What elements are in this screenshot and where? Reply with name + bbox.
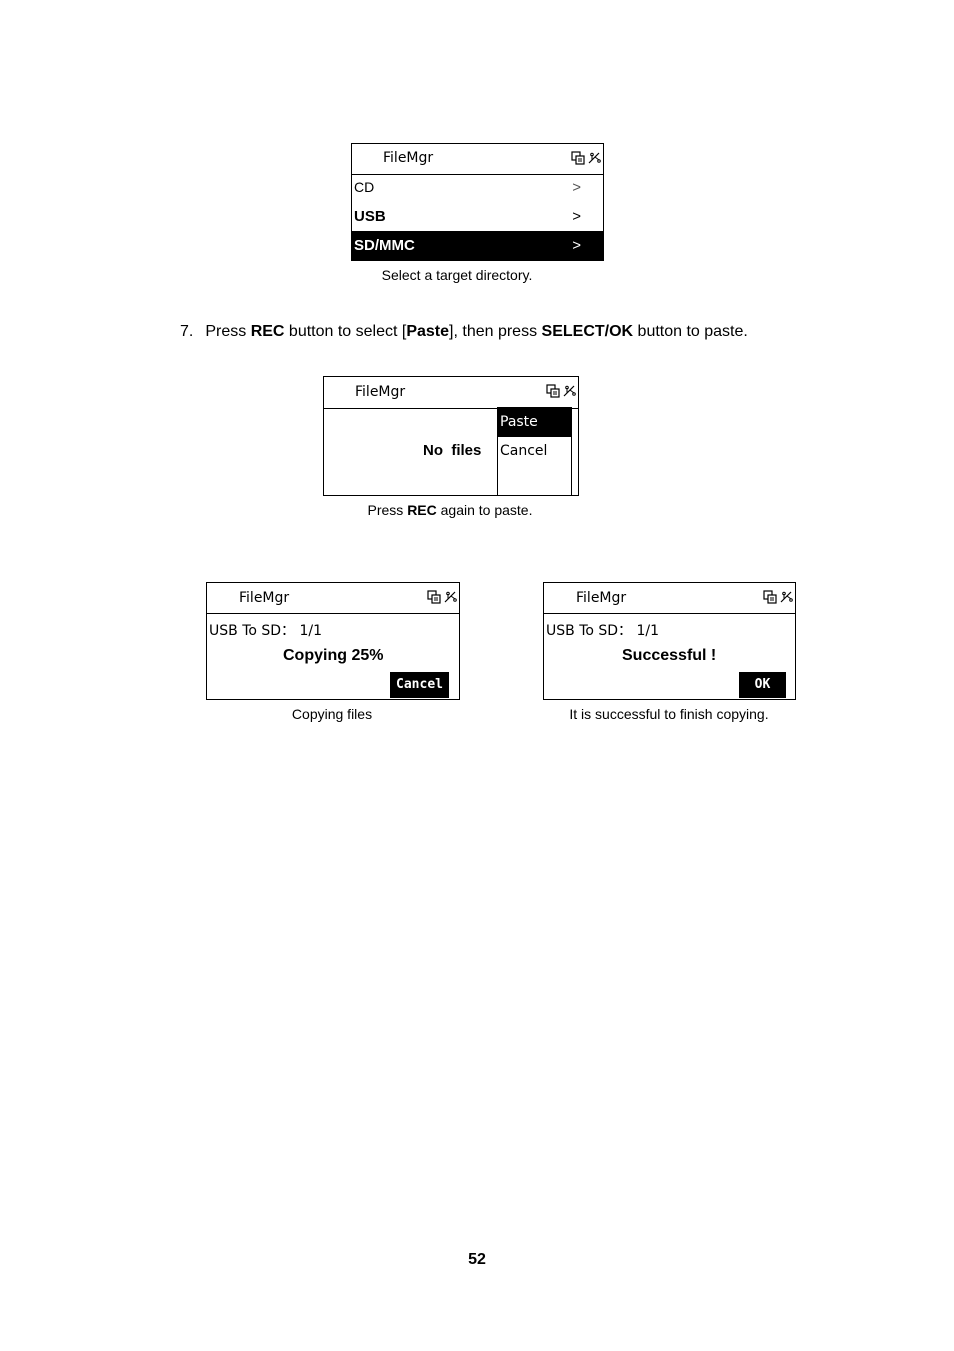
transfer-progress-line: USB To SD： 1/1 <box>209 623 323 639</box>
caption-select-directory: Select a target directory. <box>381 267 533 283</box>
ok-button[interactable]: OK <box>739 672 786 698</box>
filemgr-screen-directory: FileMgr CD > USB > SD/MMC > <box>351 143 604 261</box>
screen-header: FileMgr <box>324 377 578 409</box>
screen-title: FileMgr <box>576 590 627 606</box>
usb-icon <box>563 385 576 397</box>
filemgr-screen-paste: FileMgr No files Paste Cancel <box>323 376 579 496</box>
dir-item-label: CD <box>354 179 375 195</box>
screen-header: FileMgr <box>352 144 603 175</box>
status-icons <box>571 151 601 165</box>
dir-item-label: SD/MMC <box>354 237 415 254</box>
copy-icon <box>427 590 441 604</box>
status-icons <box>763 590 793 604</box>
copy-icon <box>571 151 585 165</box>
dir-item-cd[interactable]: CD > <box>352 173 603 202</box>
menu-item-paste[interactable]: Paste <box>498 408 571 437</box>
step-7-instruction: 7.Press REC button to select [Paste], th… <box>180 323 748 340</box>
dir-item-label: USB <box>354 208 386 225</box>
usb-icon <box>444 591 457 603</box>
filemgr-screen-copying: FileMgr USB To SD： 1/1 Copying 25% Cance… <box>206 582 460 700</box>
status-icons <box>427 590 457 604</box>
no-files-message: No files <box>423 442 482 459</box>
caption-copying-files: Copying files <box>291 706 373 722</box>
paste-keyword: Paste <box>406 323 450 340</box>
caption-success: It is successful to finish copying. <box>569 706 769 722</box>
screen-title: FileMgr <box>355 384 406 400</box>
screen-header: FileMgr <box>544 583 795 614</box>
copying-status: Copying 25% <box>283 647 384 664</box>
page-number: 52 <box>468 1251 486 1268</box>
rec-keyword: REC <box>250 323 285 340</box>
transfer-progress-line: USB To SD： 1/1 <box>546 623 660 639</box>
filemgr-screen-success: FileMgr USB To SD： 1/1 Successful ! OK <box>543 582 796 700</box>
dir-item-usb[interactable]: USB > <box>352 202 603 231</box>
paste-menu: Paste Cancel <box>497 407 572 496</box>
usb-icon <box>588 152 601 164</box>
select-ok-keyword: SELECT/OK <box>541 323 634 340</box>
step-number: 7. <box>180 323 194 340</box>
status-icons <box>546 384 576 398</box>
copy-icon <box>763 590 777 604</box>
copy-icon <box>546 384 560 398</box>
screen-header: FileMgr <box>207 583 459 614</box>
dir-item-sd-mmc[interactable]: SD/MMC > <box>352 231 603 260</box>
caption-press-rec: Press REC again to paste. <box>367 502 533 518</box>
usb-icon <box>780 591 793 603</box>
menu-item-cancel[interactable]: Cancel <box>500 443 548 459</box>
screen-title: FileMgr <box>383 150 434 166</box>
screen-title: FileMgr <box>239 590 290 606</box>
chevron-right-icon: > <box>572 208 581 225</box>
chevron-right-icon: > <box>572 179 581 196</box>
chevron-right-icon: > <box>572 237 581 254</box>
cancel-button[interactable]: Cancel <box>390 672 449 698</box>
success-status: Successful ! <box>622 647 717 664</box>
